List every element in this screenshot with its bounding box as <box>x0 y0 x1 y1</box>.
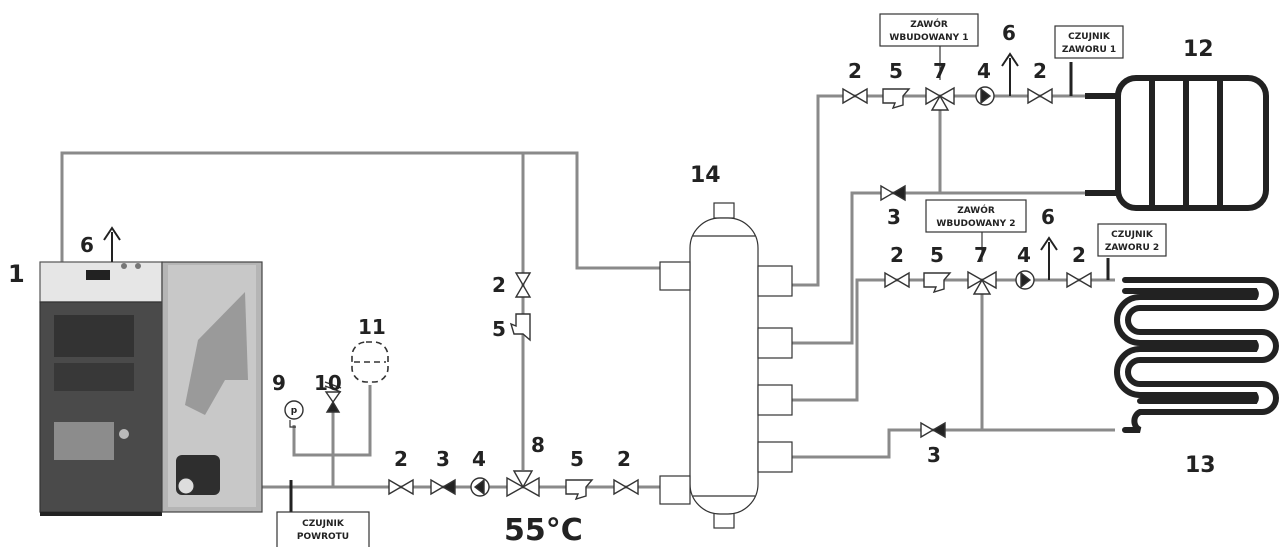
temperature-label: 55°C <box>504 513 583 547</box>
pressure-gauge-letter: p <box>291 406 298 416</box>
callout-1: 1 <box>8 260 25 288</box>
underfloor-heating <box>1114 277 1279 433</box>
callout-12: 12 <box>1183 37 1214 62</box>
svg-text:WBUDOWANY 1: WBUDOWANY 1 <box>889 33 968 43</box>
check-valve-c2 <box>920 421 946 439</box>
circuit2-return <box>792 428 1115 459</box>
ball-valve-c2-b <box>1066 271 1092 289</box>
circuit1-fittings <box>842 52 1073 202</box>
mixing-valve-c1 <box>925 86 955 111</box>
hydraulic-separator <box>659 202 793 529</box>
callout-c1-3: 3 <box>887 205 901 229</box>
expansion-vessel <box>351 341 389 383</box>
callout-c1-6: 6 <box>1002 21 1016 45</box>
circuit1-return <box>792 191 1085 345</box>
strainer-c1 <box>882 88 911 110</box>
label-valve-1: ZAWÓR WBUDOWANY 1 <box>879 13 979 80</box>
callout-13: 13 <box>1185 453 1216 478</box>
three-way-valve <box>506 470 540 498</box>
label-return-sensor: CZUJNIK POWROTU <box>276 511 370 547</box>
callout-10: 10 <box>314 371 342 395</box>
svg-text:ZAWÓR: ZAWÓR <box>957 204 995 216</box>
callout-4-return: 4 <box>472 447 486 471</box>
ball-valve-c1-a <box>842 87 868 105</box>
callout-5-bypass: 5 <box>492 317 506 341</box>
pump-return <box>470 477 490 497</box>
callout-8: 8 <box>531 433 545 457</box>
callout-c2-3: 3 <box>927 443 941 467</box>
label-sensor-1: CZUJNIK ZAWORU 1 <box>1054 25 1124 59</box>
callout-2-return-b: 2 <box>617 447 631 471</box>
check-valve-return <box>430 478 456 496</box>
callout-c2-5: 5 <box>930 243 944 267</box>
svg-text:CZUJNIK: CZUJNIK <box>1111 230 1154 240</box>
pump-c2 <box>1015 270 1035 290</box>
air-vent-c1 <box>1001 52 1019 96</box>
pump-c1 <box>975 86 995 106</box>
svg-text:WBUDOWANY 2: WBUDOWANY 2 <box>936 219 1015 229</box>
pressure-gauge: p <box>284 400 304 428</box>
strainer-c2 <box>923 272 952 294</box>
check-valve-c1 <box>880 184 906 202</box>
callout-3-return: 3 <box>436 447 450 471</box>
svg-text:ZAWÓR: ZAWÓR <box>910 18 948 30</box>
callout-c1-5: 5 <box>889 59 903 83</box>
label-valve-2: ZAWÓR WBUDOWANY 2 <box>925 199 1027 262</box>
pellet-boiler <box>39 261 263 516</box>
callout-2-return-a: 2 <box>394 447 408 471</box>
ball-valve-c1-b <box>1027 87 1053 105</box>
strainer-return <box>565 479 594 501</box>
callout-c1-2a: 2 <box>848 59 862 83</box>
accessories-riser <box>292 425 335 487</box>
callout-14: 14 <box>690 163 721 188</box>
svg-text:CZUJNIK: CZUJNIK <box>1068 32 1111 42</box>
callout-c2-4: 4 <box>1017 243 1031 267</box>
boiler-air-vent <box>103 226 121 262</box>
strainer-bypass <box>509 313 531 342</box>
bypass-fittings <box>509 272 532 342</box>
circuit2-supply <box>792 278 1115 402</box>
callout-6-boiler: 6 <box>80 233 94 257</box>
ball-valve-bypass <box>514 272 532 298</box>
callout-9: 9 <box>272 371 286 395</box>
callout-numbers: 1 6 2 5 8 9 10 11 2 3 4 5 2 14 12 13 2 5… <box>8 21 1216 478</box>
svg-text:POWROTU: POWROTU <box>297 532 349 542</box>
callout-c1-4: 4 <box>977 59 991 83</box>
svg-text:ZAWORU 2: ZAWORU 2 <box>1105 243 1159 253</box>
circuit2-fittings <box>884 236 1110 439</box>
accessories-riser-b <box>333 385 372 457</box>
callout-c1-7: 7 <box>933 59 947 83</box>
svg-text:ZAWORU 1: ZAWORU 1 <box>1062 45 1116 55</box>
ball-valve-return-a <box>388 478 414 496</box>
callout-c2-7: 7 <box>974 243 988 267</box>
radiator <box>1085 75 1269 211</box>
return-line-fittings <box>388 470 639 501</box>
callout-2-bypass: 2 <box>492 273 506 297</box>
accessories: p <box>103 226 389 512</box>
supply-pipe <box>60 151 660 270</box>
callout-c2-6: 6 <box>1041 205 1055 229</box>
safety-valve <box>324 381 342 413</box>
callout-c2-2a: 2 <box>890 243 904 267</box>
callout-5-return: 5 <box>570 447 584 471</box>
label-sensor-2: CZUJNIK ZAWORU 2 <box>1097 223 1167 257</box>
callout-c1-2b: 2 <box>1033 59 1047 83</box>
air-vent-c2 <box>1040 236 1058 280</box>
callout-11: 11 <box>358 315 386 339</box>
mixing-valve-c2 <box>967 270 997 295</box>
ball-valve-return-b <box>613 478 639 496</box>
callout-c2-2b: 2 <box>1072 243 1086 267</box>
svg-text:CZUJNIK: CZUJNIK <box>302 519 345 529</box>
ball-valve-c2-a <box>884 271 910 289</box>
